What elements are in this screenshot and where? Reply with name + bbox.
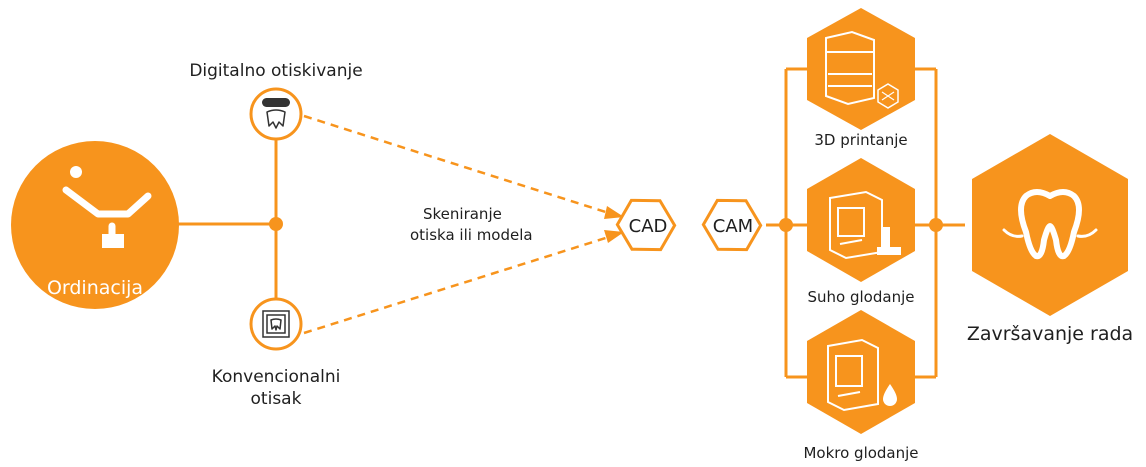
cad-node: CAD xyxy=(615,198,677,252)
scanning-label-line1: Skeniranje xyxy=(423,205,502,223)
ordinacija-node: Ordinacija xyxy=(11,141,179,309)
scan-arrows xyxy=(303,114,613,335)
arrowhead-digital xyxy=(604,206,624,219)
dry-milling-node xyxy=(807,158,915,282)
digital-impression-node xyxy=(249,87,303,141)
printing-node xyxy=(807,8,915,130)
cam-label: CAM xyxy=(713,216,753,237)
intraoral-scanner-icon xyxy=(262,98,290,129)
dry-milling-label: Suho glodanje xyxy=(808,288,915,306)
wet-milling-machine-icon xyxy=(827,338,897,412)
conventional-impression-label-line1: Konvencionalni xyxy=(212,367,341,387)
scanning-label-line2: otiska ili modela xyxy=(410,226,533,244)
junction-dot-right xyxy=(929,218,943,232)
ordinacija-label: Ordinacija xyxy=(47,277,143,299)
tooth-icon xyxy=(1002,189,1098,260)
cam-node: CAM xyxy=(701,198,763,252)
arrow-digital-to-cad xyxy=(303,114,613,216)
printing-label: 3D printanje xyxy=(814,131,907,149)
finishing-label: Završavanje rada xyxy=(967,323,1133,345)
digital-impression-label: Digitalno otiskivanje xyxy=(189,61,362,81)
cad-label: CAD xyxy=(629,216,668,237)
wet-milling-node xyxy=(807,310,915,434)
conventional-impression-label-line2: otisak xyxy=(251,389,302,409)
wet-milling-label: Mokro glodanje xyxy=(803,444,918,462)
arrowhead-conventional xyxy=(604,230,624,243)
impression-tray-icon xyxy=(262,310,290,338)
milling-machine-icon xyxy=(829,190,901,260)
junction-dot-cam xyxy=(779,218,793,232)
arrow-conventional-to-cad xyxy=(303,234,613,335)
conventional-impression-node xyxy=(249,297,303,351)
finishing-node xyxy=(972,134,1128,316)
3d-printer-icon xyxy=(825,30,899,109)
junction-dot-left xyxy=(269,217,283,231)
